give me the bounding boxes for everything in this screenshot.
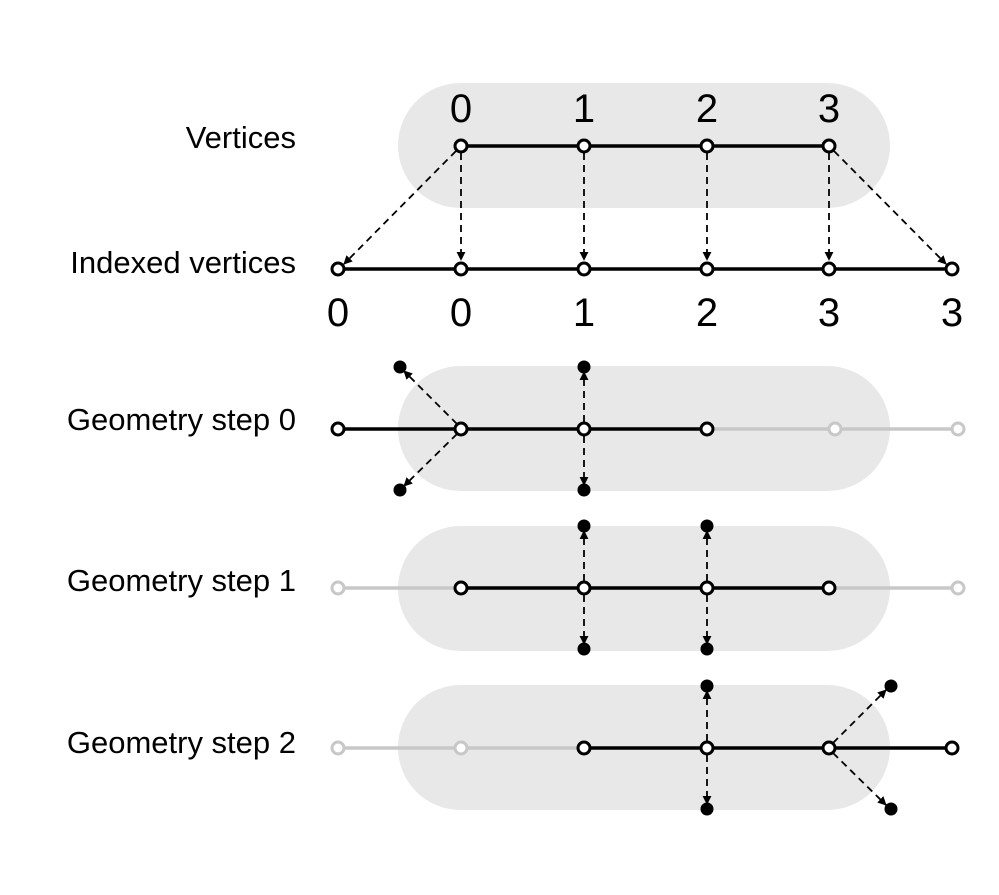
- row-label-indexed-vertices: Indexed vertices: [70, 245, 296, 280]
- indexed-vertex-label: 2: [696, 291, 718, 335]
- vertex-node: [453, 138, 469, 154]
- row-geometry-step-2: Geometry step 2: [67, 679, 960, 816]
- indexed-node: [699, 261, 715, 277]
- vertex-index-label: 1: [573, 87, 595, 131]
- active-node: [453, 421, 469, 437]
- inactive-node: [950, 580, 966, 596]
- active-node: [821, 740, 837, 756]
- vertex-node: [821, 138, 837, 154]
- active-node: [699, 580, 715, 596]
- vertex-node: [699, 138, 715, 154]
- indexed-vertex-label: 0: [327, 291, 349, 335]
- row-geometry-step-1: Geometry step 1: [67, 519, 966, 656]
- active-node: [576, 740, 592, 756]
- indexed-vertex-label: 1: [573, 291, 595, 335]
- indexed-node: [821, 261, 837, 277]
- dashed-arrow: [403, 433, 458, 487]
- vertex-index-label: 2: [696, 87, 718, 131]
- indexed-vertex-label: 0: [450, 291, 472, 335]
- dashed-arrow: [832, 689, 887, 744]
- row-label-geometry-step-2: Geometry step 2: [67, 725, 296, 760]
- emitted-vertex: [393, 483, 407, 497]
- inactive-node: [330, 580, 346, 596]
- row-vertices: Vertices 0 1 2 3: [186, 83, 890, 208]
- emitted-vertex: [700, 519, 714, 533]
- row-label-geometry-step-1: Geometry step 1: [67, 563, 296, 598]
- emitted-vertex: [577, 642, 591, 656]
- vertex-index-label: 0: [450, 87, 472, 131]
- dashed-arrow: [832, 752, 887, 806]
- active-node: [944, 740, 960, 756]
- indexed-node: [944, 261, 960, 277]
- inactive-node: [950, 421, 966, 437]
- active-node: [821, 580, 837, 596]
- vertex-node: [576, 138, 592, 154]
- emitted-vertex: [577, 360, 591, 374]
- emitted-vertex: [577, 483, 591, 497]
- indexed-node: [576, 261, 592, 277]
- dashed-arrow: [833, 150, 947, 265]
- emitted-vertex: [577, 519, 591, 533]
- row-label-geometry-step-0: Geometry step 0: [67, 402, 296, 437]
- indexed-vertex-label: 3: [818, 291, 840, 335]
- emitted-vertex: [700, 642, 714, 656]
- active-node: [330, 421, 346, 437]
- indexed-node: [330, 261, 346, 277]
- emitted-vertex: [700, 679, 714, 693]
- emitted-vertex: [884, 802, 898, 816]
- indexed-node: [453, 261, 469, 277]
- indexed-vertex-label: 3: [941, 291, 963, 335]
- active-node: [699, 421, 715, 437]
- row-geometry-step-0: Geometry step 0: [67, 360, 966, 497]
- row-label-vertices: Vertices: [186, 120, 296, 155]
- emitted-vertex: [884, 679, 898, 693]
- active-node: [453, 580, 469, 596]
- active-node: [576, 421, 592, 437]
- inactive-node: [453, 740, 469, 756]
- vertex-index-label: 3: [818, 87, 840, 131]
- dashed-arrow: [343, 150, 457, 265]
- active-node: [576, 580, 592, 596]
- dashed-arrow: [403, 370, 458, 425]
- inactive-node: [827, 421, 843, 437]
- emitted-vertex: [393, 360, 407, 374]
- active-node: [699, 740, 715, 756]
- inactive-node: [330, 740, 346, 756]
- emitted-vertex: [700, 802, 714, 816]
- row-indexed-vertices: Indexed vertices 0 0 1 2 3 3: [70, 245, 963, 335]
- vertex-to-index-arrows: [343, 150, 947, 265]
